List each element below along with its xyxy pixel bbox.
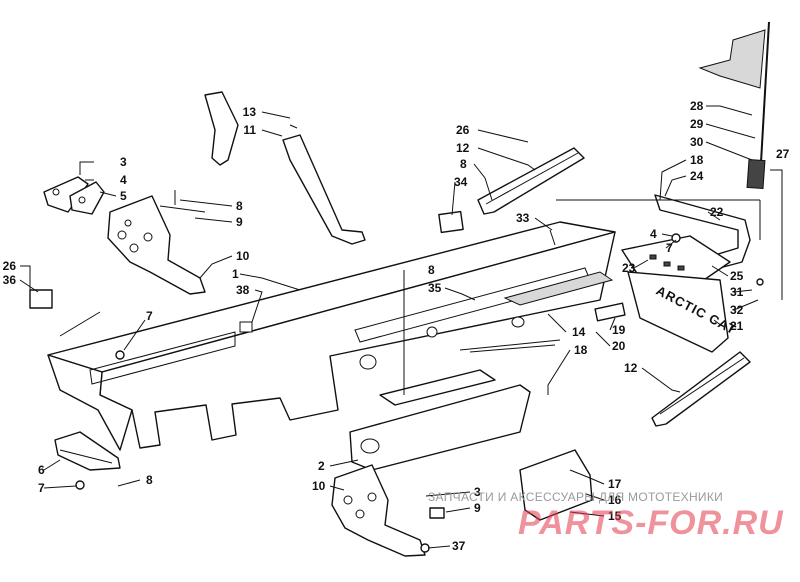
- callout-26: 26: [456, 123, 470, 137]
- bracket-5: [43, 176, 105, 215]
- callout-6: 6: [38, 463, 45, 477]
- callout-10: 10: [236, 249, 250, 263]
- lower-footrest-plate: [331, 464, 426, 557]
- tunnel-assembly: [47, 221, 616, 451]
- callout-35: 35: [428, 281, 442, 295]
- callout-8: 8: [146, 473, 153, 487]
- callout-3: 3: [120, 155, 127, 169]
- callout-7: 7: [146, 309, 153, 323]
- callout-15: 15: [608, 509, 622, 523]
- callout-27: 27: [776, 147, 790, 161]
- rear-brace: [349, 339, 561, 471]
- grab-handle: [204, 91, 366, 245]
- callout-5: 5: [120, 189, 127, 203]
- callout-30: 30: [690, 135, 704, 149]
- callout-37: 37: [452, 539, 466, 553]
- callout-12: 12: [456, 141, 470, 155]
- callout-1: 1: [232, 267, 239, 281]
- callout-9: 9: [474, 501, 481, 515]
- callout-38: 38: [236, 283, 250, 297]
- rail-12-upper: [477, 147, 585, 215]
- flag-assembly: [698, 21, 770, 190]
- left-footrest-plate: [107, 195, 206, 295]
- callout-21: 21: [730, 319, 744, 333]
- watermark-logo: PARTS-FOR.RU: [518, 504, 784, 542]
- callout-34: 34: [454, 175, 468, 189]
- callout-19: 19: [612, 323, 626, 337]
- callout-29: 29: [690, 117, 704, 131]
- callout-23: 23: [622, 261, 636, 275]
- rear-bumper: [621, 194, 751, 285]
- callout-16: 16: [608, 493, 622, 507]
- callout-12: 12: [624, 361, 638, 375]
- callout-4: 4: [650, 227, 657, 241]
- callout-22: 22: [710, 205, 724, 219]
- bracket-6: [54, 431, 121, 471]
- callout-3: 3: [474, 485, 481, 499]
- snow-flap: ARCTIC CAT: [627, 271, 739, 353]
- callout-24: 24: [690, 169, 704, 183]
- callout-2: 2: [318, 459, 325, 473]
- callout-10: 10: [312, 479, 326, 493]
- callout-4: 4: [120, 173, 127, 187]
- callout-9: 9: [236, 215, 243, 229]
- callout-18: 18: [690, 153, 704, 167]
- callout-36: 36: [3, 273, 17, 287]
- callout-17: 17: [608, 477, 622, 491]
- callout-33: 33: [516, 211, 530, 225]
- callout-31: 31: [730, 285, 744, 299]
- callout-20: 20: [612, 339, 626, 353]
- leader-lines: [19, 105, 783, 549]
- callout-18: 18: [574, 343, 588, 357]
- callout-26: 26: [3, 259, 17, 273]
- callout-8: 8: [460, 157, 467, 171]
- callout-28: 28: [690, 99, 704, 113]
- callout-7: 7: [38, 481, 45, 495]
- callout-25: 25: [730, 269, 744, 283]
- callout-8: 8: [428, 263, 435, 277]
- callout-labels: 13 11 3 4 5 8 9 10 1 26 36 38 7 8 35 34 …: [3, 99, 790, 553]
- small-parts: [29, 190, 764, 553]
- callout-11: 11: [243, 123, 256, 137]
- callout-32: 32: [730, 303, 744, 317]
- watermark-caption: ЗАПЧАСТИ И АКСЕССУАРЫ ДЛЯ МОТОТЕХНИКИ: [428, 490, 724, 504]
- callout-13: 13: [243, 105, 257, 119]
- rail-12-lower: [651, 351, 751, 427]
- callout-7: 7: [666, 241, 673, 255]
- callout-14: 14: [572, 325, 586, 339]
- callout-8: 8: [236, 199, 243, 213]
